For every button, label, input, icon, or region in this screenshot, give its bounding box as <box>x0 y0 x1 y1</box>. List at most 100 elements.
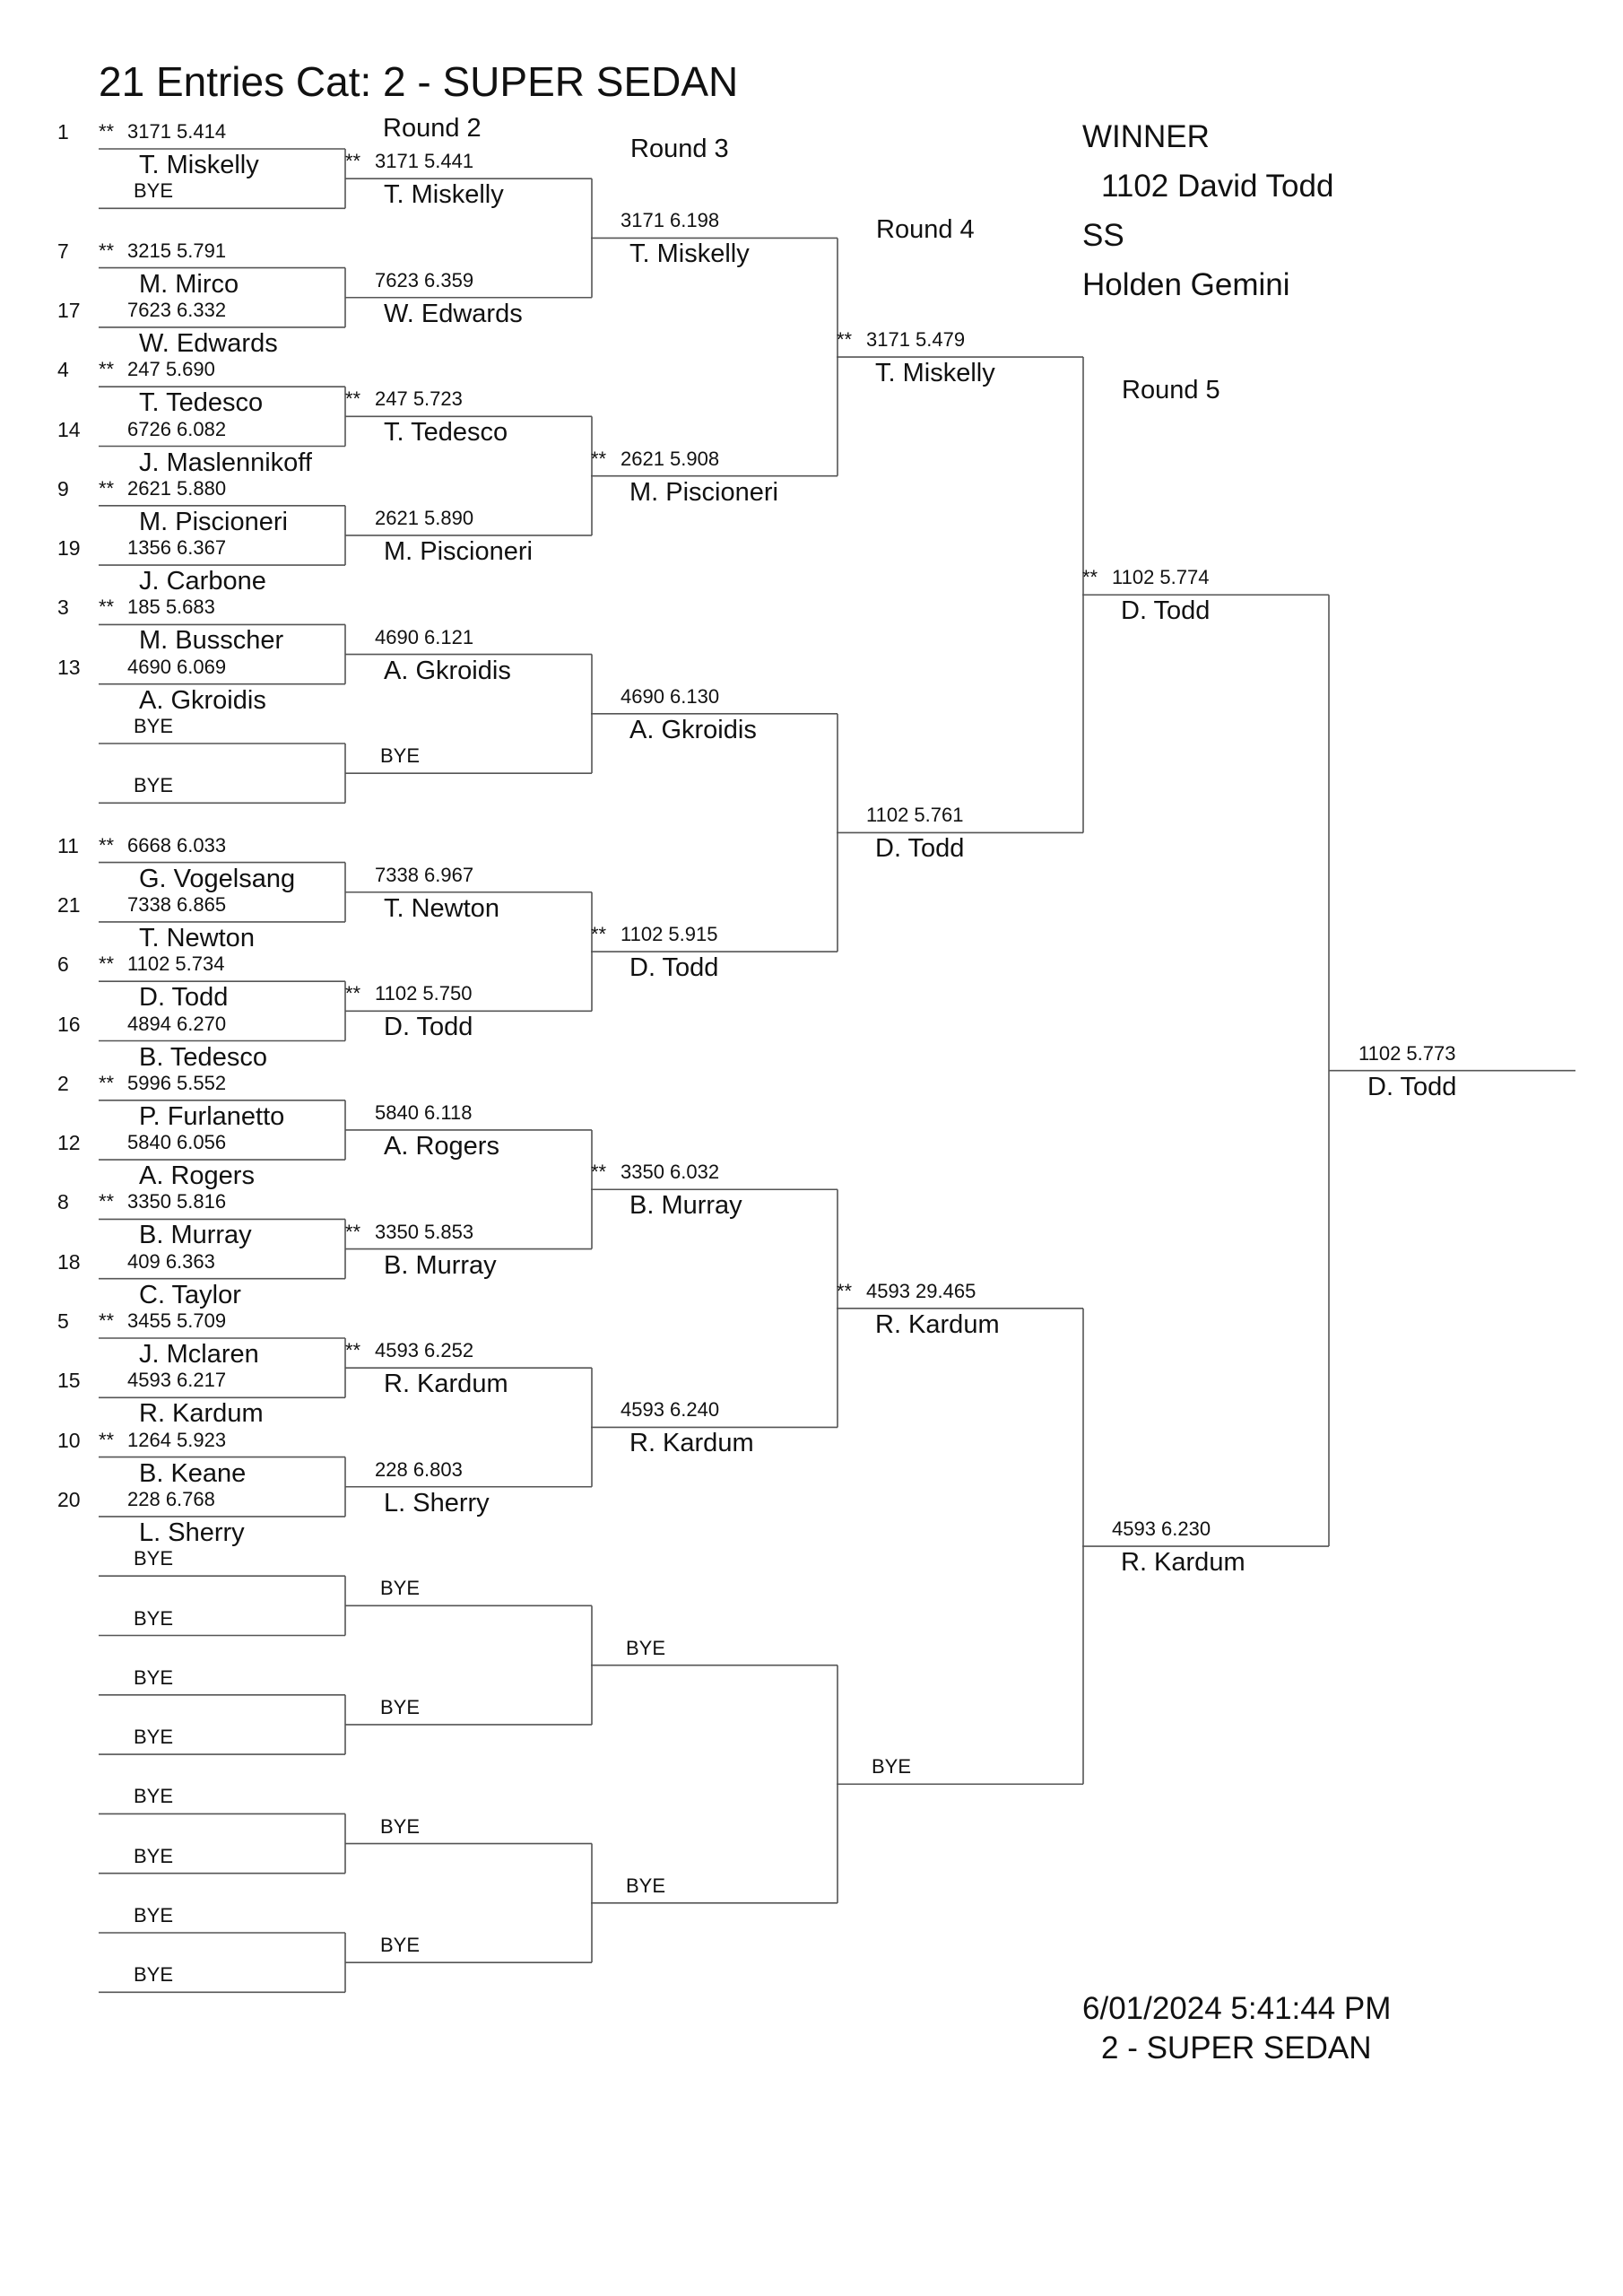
time-slip: 228 6.803 <box>375 1457 463 1481</box>
racer-name: R. Kardum <box>384 1370 508 1399</box>
time-slip: 409 6.363 <box>127 1249 215 1273</box>
time-slip: 2621 5.880 <box>127 476 227 500</box>
seed-number: 6 <box>57 952 69 977</box>
time-slip: 4894 6.270 <box>127 1012 227 1035</box>
racer-name: D. Todd <box>1121 596 1211 626</box>
racer-name: B. Keane <box>139 1458 247 1488</box>
winner-mark: ** <box>1082 566 1098 589</box>
time-slip: 4593 6.240 <box>621 1398 720 1422</box>
racer-name: M. Mirco <box>139 269 239 299</box>
racer-name: P. Furlanetto <box>139 1101 285 1131</box>
time-slip: 5996 5.552 <box>127 1071 227 1094</box>
winner-mark: ** <box>591 923 607 946</box>
racer-name: T. Newton <box>139 923 255 952</box>
winner-mark: ** <box>345 982 361 1005</box>
racer-name: T. Miskelly <box>139 151 259 179</box>
bye-entry: BYE <box>380 1814 421 1838</box>
racer-name: R. Kardum <box>629 1429 754 1458</box>
winner-mark: ** <box>99 358 115 381</box>
racer-name: T. Miskelly <box>875 359 995 388</box>
seed-number: 12 <box>57 1131 81 1155</box>
time-slip: 3350 5.816 <box>127 1190 227 1213</box>
racer-name: A. Gkroidis <box>139 685 266 715</box>
page-title: 21 Entries Cat: 2 - SUPER SEDAN <box>99 58 739 105</box>
time-slip: 7623 6.359 <box>375 268 474 291</box>
racer-name: T. Newton <box>384 893 499 923</box>
time-slip: 247 5.690 <box>127 358 215 381</box>
bye-entry: BYE <box>134 1606 174 1630</box>
seed-number: 9 <box>57 476 69 500</box>
bye-entry: BYE <box>872 1755 912 1779</box>
seed-number: 18 <box>57 1249 81 1274</box>
winner-mark: ** <box>99 596 115 619</box>
time-slip: 3171 6.198 <box>621 209 720 232</box>
winner-mark: ** <box>345 387 361 411</box>
time-slip: 185 5.683 <box>127 596 215 619</box>
round-3-label: Round 3 <box>630 135 729 163</box>
time-slip: 1102 5.734 <box>127 952 225 976</box>
bye-entry: BYE <box>626 1874 666 1897</box>
winner-mark: ** <box>99 1428 115 1451</box>
seed-number: 20 <box>57 1487 81 1511</box>
time-slip: 3455 5.709 <box>127 1309 227 1332</box>
time-slip: 247 5.723 <box>375 387 463 411</box>
seed-number: 17 <box>57 298 81 322</box>
bye-entry: BYE <box>134 1904 174 1926</box>
time-slip: 4593 6.217 <box>127 1369 227 1392</box>
winner-mark: ** <box>837 1279 853 1302</box>
time-slip: 1102 5.761 <box>866 804 964 827</box>
racer-name: G. Vogelsang <box>139 864 296 893</box>
time-slip: 6668 6.033 <box>127 833 227 857</box>
winner-mark: ** <box>345 1339 361 1362</box>
seed-number: 11 <box>57 833 79 857</box>
racer-name: C. Taylor <box>139 1280 241 1309</box>
seed-number: 10 <box>57 1428 81 1452</box>
time-slip: 1264 5.923 <box>127 1428 227 1451</box>
time-slip: 4593 6.252 <box>375 1339 474 1362</box>
winner-mark: ** <box>345 150 361 173</box>
bye-entry: BYE <box>134 715 174 737</box>
racer-name: L. Sherry <box>139 1518 245 1547</box>
racer-name: D. Todd <box>1367 1072 1457 1101</box>
racer-name: L. Sherry <box>384 1488 490 1518</box>
time-slip: 1102 5.915 <box>621 923 718 946</box>
footer-timestamp: 6/01/2024 5:41:44 PM <box>1082 1991 1392 2026</box>
racer-name: T. Tedesco <box>139 388 264 418</box>
racer-name: B. Murray <box>384 1250 497 1280</box>
time-slip: 3171 5.414 <box>127 120 227 143</box>
time-slip: 3171 5.441 <box>375 150 474 173</box>
bye-entry: BYE <box>380 1695 421 1718</box>
time-slip: 3350 5.853 <box>375 1220 474 1243</box>
time-slip: 1356 6.367 <box>127 536 227 560</box>
winner-mark: ** <box>99 1071 115 1094</box>
bye-entry: BYE <box>134 774 174 797</box>
winner-mark: ** <box>591 447 607 470</box>
time-slip: 1102 5.774 <box>1112 566 1210 589</box>
racer-name: A. Rogers <box>384 1131 499 1161</box>
time-slip: 1102 5.773 <box>1358 1041 1456 1065</box>
racer-name: D. Todd <box>875 834 965 864</box>
seed-number: 1 <box>57 120 69 144</box>
time-slip: 4593 6.230 <box>1112 1518 1211 1541</box>
racer-name: R. Kardum <box>875 1309 1000 1339</box>
seed-number: 8 <box>57 1190 69 1214</box>
bye-entry: BYE <box>380 744 421 768</box>
racer-name: T. Tedesco <box>384 418 508 448</box>
winner-mark: ** <box>99 952 115 976</box>
bye-entry: BYE <box>380 1934 421 1957</box>
winner-car: Holden Gemini <box>1082 267 1290 302</box>
racer-name: M. Piscioneri <box>139 507 288 536</box>
racer-name: B. Murray <box>629 1191 742 1221</box>
racer-name: W. Edwards <box>139 328 278 358</box>
racer-name: T. Miskelly <box>384 180 504 210</box>
seed-number: 5 <box>57 1309 69 1333</box>
winner-name: 1102 David Todd <box>1101 169 1334 204</box>
round-2-label: Round 2 <box>383 114 482 143</box>
winner-mark: ** <box>99 120 115 143</box>
winner-mark: ** <box>99 1190 115 1213</box>
footer-category: 2 - SUPER SEDAN <box>1101 2031 1372 2066</box>
time-slip: 7338 6.967 <box>375 863 474 886</box>
seed-number: 14 <box>57 417 81 441</box>
racer-name: R. Kardum <box>139 1399 264 1429</box>
